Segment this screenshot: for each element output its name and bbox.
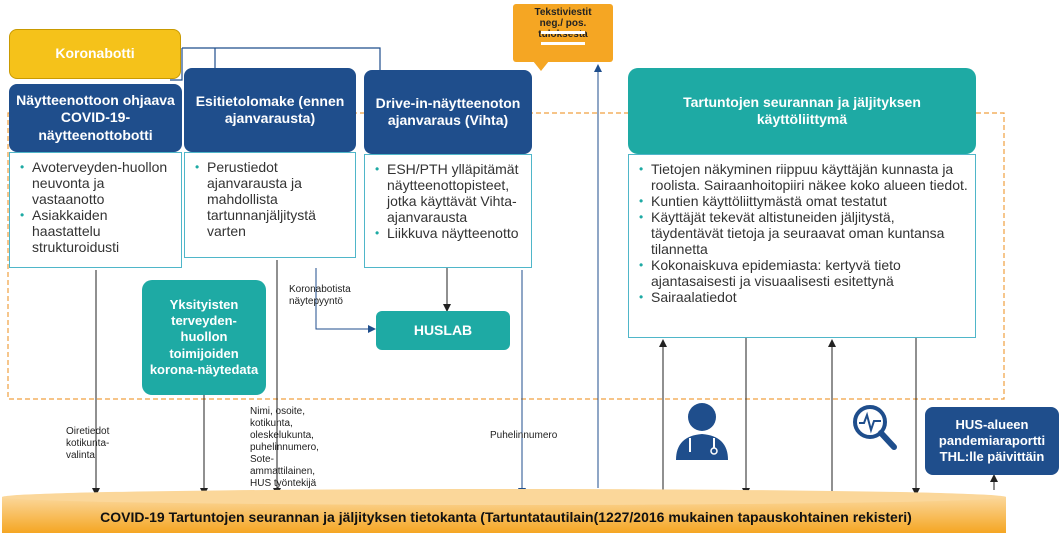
sms-line-2 (541, 42, 585, 45)
sms-tail (533, 61, 549, 71)
kayttoliittyma-detail-item: Kokonaiskuva epidemiasta: kertyvä tieto … (639, 257, 969, 289)
huslab-box: HUSLAB (376, 311, 510, 350)
bot-detail-item: Asiakkaiden haastattelu strukturoidusti (20, 207, 175, 255)
koronabotti-box: Koronabotti (9, 29, 181, 79)
kayttoliittyma-detail-item: Sairaalatiedot (639, 289, 969, 305)
puhelinnumero-label: Puhelinnumero (490, 430, 558, 441)
database-shape (2, 489, 1006, 533)
sms-bubble: Tekstiviestit neg./ pos. tuloksesta (513, 4, 613, 71)
kayttoliittyma-box: Tartuntojen seurannan ja jäljityksen käy… (628, 68, 976, 154)
tietokanta-label: COVID-19 Tartuntojen seurannan ja jäljit… (100, 509, 912, 525)
hus-raportti-label: HUS-alueen pandemiaraportti THL:lle päiv… (938, 416, 1046, 465)
naytteenotto-bot-label: Näytteenottoon ohjaava COVID-19-näytteen… (16, 91, 175, 143)
bot-detail-item: Avoterveyden-huollon neuvonta ja vastaan… (20, 159, 175, 207)
drive-in-box: Drive-in-näytteenoton ajanvaraus (Vihta) (364, 70, 532, 154)
drive-in-detail-item: Liikkuva näytteenotto (375, 225, 525, 241)
henkilotiedot-label: Nimi, osoite, kotikunta, oleskelukunta, … (250, 406, 319, 489)
drive-in-detail-item: ESH/PTH ylläpitämät näytteenottopisteet,… (375, 161, 525, 225)
bot-details: Avoterveyden-huollon neuvonta ja vastaan… (9, 152, 182, 268)
esitietolomake-box: Esitietolomake (ennen ajanvarausta) (184, 68, 356, 152)
kayttoliittyma-detail-item: Kuntien käyttöliittymästä omat testatut (639, 193, 969, 209)
kayttoliittyma-detail-item: Tietojen näkyminen riippuu käyttäjän kun… (639, 161, 969, 193)
esitieto-details: Perustiedot ajanvarausta ja mahdollista … (184, 152, 356, 258)
yksityiset-box: Yksityisten terveyden-huollon toimijoide… (142, 280, 266, 395)
sms-line-1 (541, 31, 585, 34)
doctor-icon (676, 403, 728, 460)
drive-in-details: ESH/PTH ylläpitämät näytteenottopisteet,… (364, 154, 532, 268)
kayttoliittyma-details: Tietojen näkyminen riippuu käyttäjän kun… (628, 154, 976, 338)
sms-label: Tekstiviestit neg./ pos. tuloksesta (534, 7, 592, 40)
drive-in-label: Drive-in-näytteenoton ajanvaraus (Vihta) (375, 94, 521, 129)
analytics-magnifier-icon (853, 405, 897, 450)
hus-raportti-box: HUS-alueen pandemiaraportti THL:lle päiv… (925, 407, 1059, 475)
esitietolomake-label: Esitietolomake (ennen ajanvarausta) (195, 92, 345, 127)
koronabotista-label: Koronabotista näytepyyntö (289, 284, 351, 307)
kayttoliittyma-detail-item: Käyttäjät tekevät altistuneiden jäljitys… (639, 209, 969, 257)
yksityiset-label: Yksityisten terveyden-huollon toimijoide… (149, 296, 259, 377)
huslab-label: HUSLAB (413, 321, 473, 338)
kayttoliittyma-label: Tartuntojen seurannan ja jäljityksen käy… (683, 93, 921, 128)
koronabotti-label: Koronabotti (55, 45, 135, 62)
oiretiedot-label: Oiretiedot kotikunta-valinta (66, 426, 110, 461)
naytteenotto-bot-box: Näytteenottoon ohjaava COVID-19-näytteen… (9, 84, 182, 152)
esitieto-detail-item: Perustiedot ajanvarausta ja mahdollista … (195, 159, 349, 239)
